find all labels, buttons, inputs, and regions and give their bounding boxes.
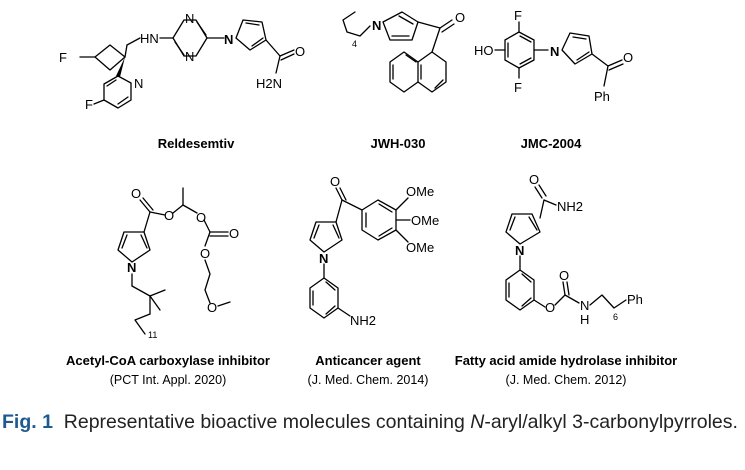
jwh030-atom-n: N [372, 18, 381, 33]
faah-atom-n: N [515, 243, 524, 258]
anticancer-label: Anticancer agent [315, 353, 421, 368]
anticancer-atom-nh2: NH2 [350, 313, 376, 328]
reldesemtiv-atom-f1: F [59, 50, 67, 65]
jwh030-structure: 4 N O JWH-030 [342, 10, 465, 151]
faah-atom-o-ester: O [545, 300, 555, 315]
jmc2004-structure: F HO F N O Ph JMC-2004 [474, 8, 633, 151]
reldesemtiv-atom-h2n: H2N [256, 76, 282, 91]
anticancer-atom-ome3: OMe [406, 240, 434, 255]
anticancer-atom-n: N [319, 251, 328, 266]
jmc2004-atom-f-top: F [514, 8, 522, 23]
reldesemtiv-atom-n-pyridine: N [134, 76, 143, 91]
jwh030-atom-o: O [455, 10, 465, 25]
acc-atom-o3: O [196, 210, 206, 225]
acc-inhibitor-structure: 11 O O O O O O N Acetyl-CoA carboxylase … [66, 186, 270, 387]
reldesemtiv-atom-hn: HN [140, 31, 159, 46]
acc-chain-subscript: 11 [148, 330, 157, 340]
faah-inhibitor-structure: 6 O NH2 N O O N H Ph Fatty acid amide hy… [455, 172, 678, 387]
anticancer-atom-ome2: OMe [411, 213, 439, 228]
reldesemtiv-structure: F HN N F N N N O H2N Reldesemtiv [59, 11, 305, 151]
acc-inhibitor-reference: (PCT Int. Appl. 2020) [110, 373, 227, 387]
faah-chain-subscript: 6 [613, 312, 618, 322]
anticancer-atom-o: O [330, 174, 340, 189]
caption-text-before: Representative bioactive molecules conta… [63, 411, 471, 433]
figure-label: Fig. 1 [2, 411, 53, 433]
jmc2004-atom-ph: Ph [594, 89, 610, 104]
faah-atom-nh2: NH2 [557, 199, 583, 214]
caption-italic: N [470, 411, 485, 433]
anticancer-reference: (J. Med. Chem. 2014) [308, 373, 429, 387]
jwh030-chain-subscript: 4 [352, 39, 357, 49]
reldesemtiv-atom-o: O [295, 44, 305, 59]
jwh030-label: JWH-030 [371, 136, 426, 151]
faah-atom-nh: N [580, 298, 589, 313]
faah-atom-o-carbonyl: O [559, 268, 569, 283]
reldesemtiv-atom-n-pyrimidine1: N [185, 11, 194, 26]
jmc2004-atom-ho: HO [474, 43, 494, 58]
faah-atom-ph: Ph [627, 292, 643, 307]
figure-caption: Fig. 1 Representative bioactive molecule… [2, 408, 743, 436]
reldesemtiv-atom-f2: F [85, 97, 93, 112]
reldesemtiv-label: Reldesemtiv [158, 136, 235, 151]
jmc2004-atom-n: N [550, 44, 559, 59]
acc-atom-o6: O [207, 300, 217, 315]
acc-atom-o2: O [164, 208, 174, 223]
acc-atom-o1: O [131, 186, 141, 201]
faah-atom-h: H [580, 312, 589, 327]
molecule-scheme: F HN N F N N N O H2N Reldesemtiv 4 N O J… [59, 8, 678, 387]
acc-atom-n: N [127, 260, 136, 275]
reldesemtiv-atom-n-pyrimidine2: N [185, 49, 194, 64]
faah-inhibitor-reference: (J. Med. Chem. 2012) [506, 373, 627, 387]
faah-inhibitor-label: Fatty acid amide hydrolase inhibitor [455, 353, 678, 368]
anticancer-structure: O OMe OMe OMe N NH2 Anticancer agent (J.… [308, 174, 440, 387]
acc-atom-o5: O [200, 246, 210, 261]
jmc2004-atom-o: O [623, 50, 633, 65]
faah-atom-o-amide: O [529, 172, 539, 187]
jmc2004-atom-f-bottom: F [514, 80, 522, 95]
caption-text-after: -aryl/alkyl 3-carbonylpyrroles. [484, 411, 738, 433]
acc-inhibitor-label: Acetyl-CoA carboxylase inhibitor [66, 353, 270, 368]
jmc2004-label: JMC-2004 [521, 136, 582, 151]
reldesemtiv-atom-n-pyrrole: N [224, 32, 233, 47]
acc-atom-o4: O [229, 226, 239, 241]
anticancer-atom-ome1: OMe [406, 184, 434, 199]
